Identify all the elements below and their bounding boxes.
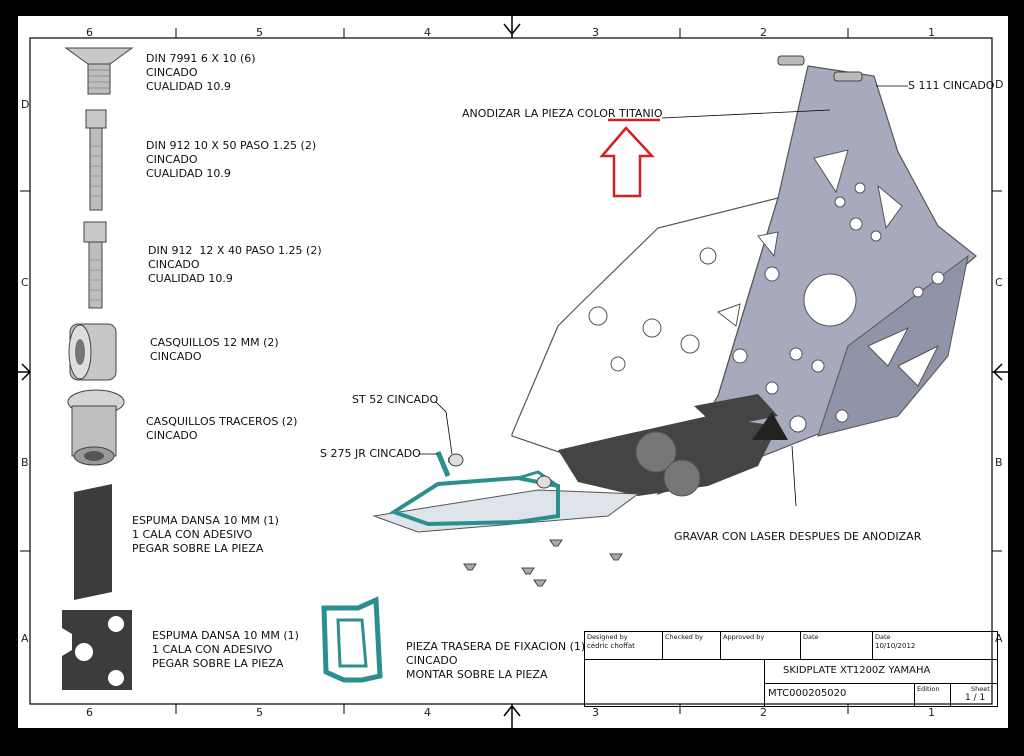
left-center-arrow [18,363,32,381]
checked-by-cell: Checked by [663,632,721,660]
zone-row-d-right: D [995,78,1004,91]
date-cell: Date 10/10/2012 [873,632,997,660]
drawing-title: SKIDPLATE XT1200Z YAMAHA [783,665,931,676]
drawing-date: 10/10/2012 [875,642,916,650]
foam-strip [74,484,112,600]
zone-col-2-bottom: 2 [760,706,767,719]
zone-col-5-bottom: 5 [256,706,263,719]
zone-col-6-bottom: 6 [86,706,93,719]
zone-row-c: C [21,276,29,289]
sheet-number: 1 / 1 [965,693,986,703]
zone-col-3-bottom: 3 [592,706,599,719]
right-center-arrow [992,363,1008,381]
title-block: Designed by cédric choffat Checked by Ap… [584,631,998,707]
drawing-sheet: 6 5 4 3 2 1 6 5 4 3 2 1 D C B A D C B A … [18,16,1008,728]
zone-row-b: B [21,456,29,469]
skid-plate [372,55,977,533]
designed-by-cell: Designed by cédric choffat [585,632,663,660]
laser-note: GRAVAR CON LASER DESPUES DE ANODIZAR [674,530,922,543]
zone-ticks [20,28,1002,714]
rear-bracket [321,596,383,683]
st52-note: ST 52 CINCADO [352,393,439,406]
zone-col-4-bottom: 4 [424,706,431,719]
blank-cell [585,660,765,706]
zone-col-1: 1 [928,26,935,39]
part-number-cell: MTC000205020 [765,684,915,706]
loose-screws [463,539,623,587]
zone-row-a: A [21,632,29,645]
zone-col-6: 6 [86,26,93,39]
designer-name: cédric choffat [587,642,635,650]
sheet-cell: Sheet 1 / 1 [965,685,990,703]
zone-row-c-right: C [995,276,1003,289]
s111-note: S 111 CINCADO [908,79,995,92]
socket-bolt-long [85,109,107,211]
fixing-bolts [448,453,552,489]
s275-note: S 275 JR CINCADO [320,447,421,460]
part-label-4: CASQUILLOS 12 MM (2)CINCADO [150,336,279,363]
bottom-center-arrow [503,704,521,728]
part-label-7: ESPUMA DANSA 10 MM (1)1 CALA CON ADESIVO… [152,629,299,670]
part-label-5: CASQUILLOS TRACEROS (2)CINCADO [146,415,298,442]
zone-col-1-bottom: 1 [928,706,935,719]
part-label-6: ESPUMA DANSA 10 MM (1)1 CALA CON ADESIVO… [132,514,279,555]
foam-pad [62,610,132,690]
edition-cell: Edition [915,684,951,706]
zone-row-d: D [21,98,30,111]
leader-lines [418,85,908,507]
approval-date-cell: Date [801,632,873,660]
zone-row-b-right: B [995,456,1003,469]
socket-bolt-short [83,221,107,309]
bushing-12mm [68,323,117,381]
drawing-svg [18,16,1008,728]
logo-icon [752,412,788,440]
zone-row-a-right: A [995,632,1003,645]
title-cell: SKIDPLATE XT1200Z YAMAHA [765,660,997,684]
zone-col-2: 2 [760,26,767,39]
anodize-note: ANODIZAR LA PIEZA COLOR TITANIO [462,107,663,120]
approved-by-cell: Approved by [721,632,801,660]
part-number: MTC000205020 [768,688,847,699]
zone-col-3: 3 [592,26,599,39]
red-arrow-icon [599,126,655,198]
countersunk-screw [64,47,134,95]
zone-col-4: 4 [424,26,431,39]
rear-bushing [67,389,125,466]
zone-col-5: 5 [256,26,263,39]
